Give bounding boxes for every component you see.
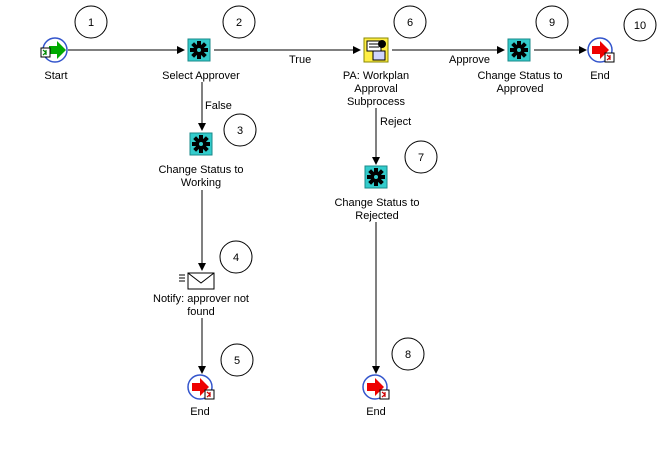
- start-arrow-icon: [40, 37, 68, 63]
- edges: True False Reject Approve: [68, 46, 587, 374]
- step-number: 5: [234, 355, 240, 367]
- step-number-badge: 9: [535, 5, 569, 39]
- end-stop-icon: [187, 374, 215, 400]
- step-number: 9: [549, 17, 555, 29]
- node-label: End: [366, 406, 386, 418]
- node-label-line: PA: Workplan: [343, 70, 409, 82]
- select-approver-node[interactable]: Select Approver: [162, 38, 240, 82]
- node-label-line: End: [366, 406, 386, 418]
- step-number: 1: [88, 17, 94, 29]
- end-node-not-found[interactable]: End: [187, 374, 215, 418]
- step-number-badge: 2: [222, 5, 256, 39]
- end-node-approved[interactable]: End: [587, 37, 615, 82]
- end-stop-icon: [362, 374, 390, 400]
- step-number: 2: [236, 17, 242, 29]
- gear-function-icon: [187, 38, 211, 62]
- step-number-badge: 5: [220, 343, 254, 377]
- end-node-rejected[interactable]: End: [362, 374, 390, 418]
- edge-label-false: False: [205, 100, 232, 112]
- node-label-line: found: [187, 306, 215, 318]
- step-number: 6: [407, 17, 413, 29]
- envelope-notification-icon: [179, 272, 215, 290]
- node-label-line: Select Approver: [162, 70, 240, 82]
- step-number-badge: 8: [391, 337, 425, 371]
- node-label-line: Change Status to: [158, 164, 243, 176]
- edge-label-true: True: [289, 54, 311, 66]
- step-number-badge: 6: [393, 5, 427, 39]
- node-label-line: End: [190, 406, 210, 418]
- node-label-line: Change Status to: [334, 197, 419, 209]
- node-label: End: [590, 70, 610, 82]
- subprocess-icon: [363, 37, 389, 63]
- gear-function-icon: [189, 132, 213, 156]
- start-node[interactable]: Start: [40, 37, 68, 82]
- step-number: 8: [405, 349, 411, 361]
- step-numbers: 1 2 3 4 5 6 7 8 9 10: [74, 5, 657, 377]
- step-number-badge: 7: [404, 140, 438, 174]
- step-number-badge: 10: [623, 8, 657, 42]
- step-number-badge: 1: [74, 5, 108, 39]
- node-label-line: Approved: [496, 83, 543, 95]
- node-label-line: Change Status to: [477, 70, 562, 82]
- node-label-line: Approval: [354, 83, 397, 95]
- node-label-line: Working: [181, 177, 221, 189]
- step-number: 10: [634, 20, 646, 32]
- node-label: Select Approver: [162, 70, 240, 82]
- node-label-line: Subprocess: [347, 96, 406, 108]
- edge-label-approve: Approve: [449, 54, 490, 66]
- step-number-badge: 4: [219, 240, 253, 274]
- step-number: 7: [418, 152, 424, 164]
- gear-function-icon: [364, 165, 388, 189]
- step-number-badge: 3: [223, 113, 257, 147]
- node-label: End: [190, 406, 210, 418]
- node-label-line: End: [590, 70, 610, 82]
- step-number: 4: [233, 252, 239, 264]
- step-number: 3: [237, 125, 243, 137]
- node-label: Start: [44, 70, 67, 82]
- edge-label-reject: Reject: [380, 116, 411, 128]
- node-label-line: Notify: approver not: [153, 293, 249, 305]
- gear-function-icon: [507, 38, 531, 62]
- node-label-line: Start: [44, 70, 67, 82]
- node-label-line: Rejected: [355, 210, 398, 222]
- end-stop-icon: [587, 37, 615, 63]
